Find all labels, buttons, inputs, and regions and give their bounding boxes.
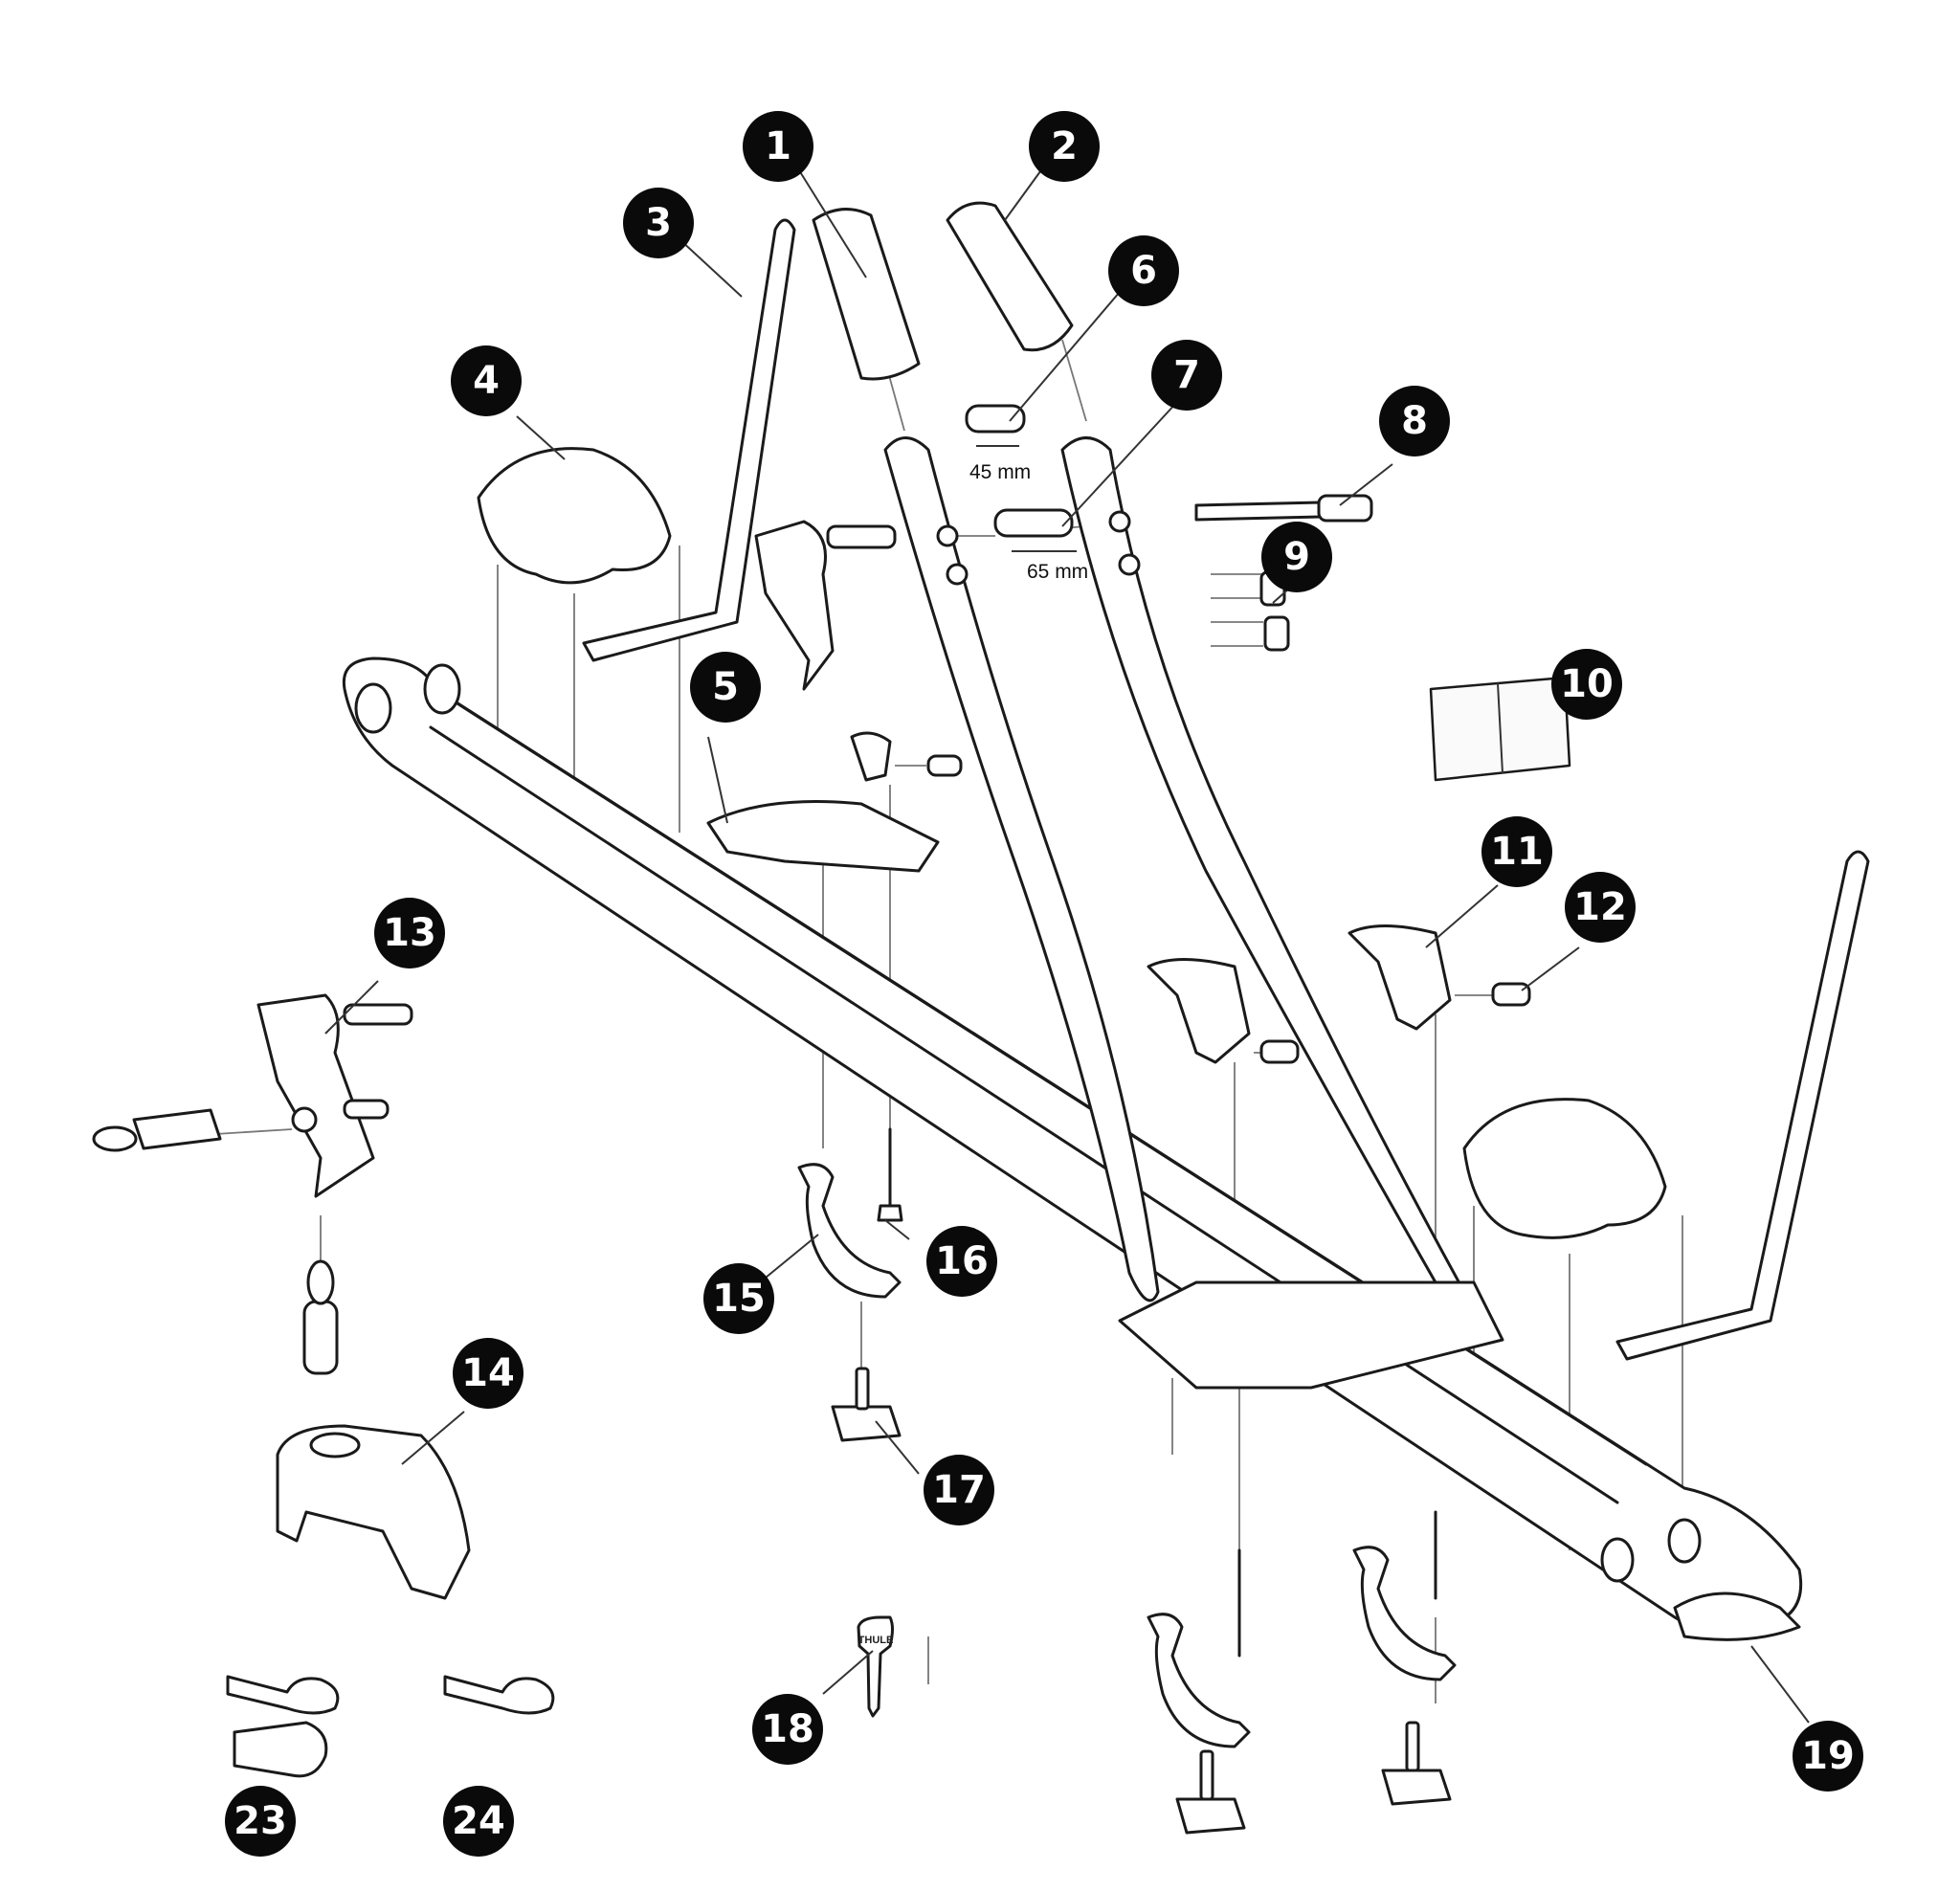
svg-text:11: 11 bbox=[1490, 830, 1544, 874]
callout-16: 16 bbox=[926, 1226, 997, 1297]
part-13-lock-housing bbox=[256, 993, 375, 1198]
frame-hinge-bracket bbox=[754, 520, 835, 691]
part-18-key: THULE bbox=[857, 1615, 894, 1718]
callout-1: 1 bbox=[743, 111, 813, 182]
dim-label-45mm: 45 mm bbox=[969, 461, 1031, 483]
ground-rails bbox=[342, 657, 1803, 1641]
svg-text:13: 13 bbox=[383, 911, 436, 955]
callout-12: 12 bbox=[1565, 872, 1636, 943]
part-3-wheel-strap bbox=[582, 218, 796, 662]
callout-4: 4 bbox=[451, 345, 522, 416]
small-jaw bbox=[850, 731, 892, 782]
svg-text:9: 9 bbox=[1283, 535, 1310, 579]
part-23-lock-cylinder bbox=[233, 1721, 328, 1778]
svg-text:23: 23 bbox=[234, 1799, 287, 1843]
part-14-lock-cylinder bbox=[302, 1300, 339, 1375]
t-nut-3 bbox=[1381, 1769, 1452, 1806]
callout-6: 6 bbox=[1108, 235, 1179, 306]
leader-lines bbox=[324, 162, 1810, 1724]
callout-17: 17 bbox=[924, 1455, 994, 1525]
part-3-wheel-strap-rear bbox=[1615, 850, 1870, 1361]
callout-15: 15 bbox=[703, 1263, 774, 1334]
svg-text:14: 14 bbox=[461, 1351, 515, 1395]
callout-8: 8 bbox=[1379, 386, 1450, 456]
part-5-mount-clamp bbox=[706, 800, 940, 873]
part-12-spacer bbox=[1491, 982, 1531, 1007]
svg-text:18: 18 bbox=[761, 1707, 814, 1751]
callout-9: 9 bbox=[1261, 522, 1332, 592]
svg-text:17: 17 bbox=[932, 1468, 986, 1512]
svg-text:5: 5 bbox=[712, 665, 739, 709]
part-4-wheel-holder bbox=[477, 447, 672, 585]
callout-18: 18 bbox=[752, 1694, 823, 1765]
svg-text:10: 10 bbox=[1560, 662, 1614, 706]
callout-13: 13 bbox=[374, 898, 445, 968]
callout-24: 24 bbox=[443, 1786, 514, 1857]
part-16-bolt bbox=[877, 1204, 903, 1222]
svg-text:19: 19 bbox=[1801, 1734, 1855, 1778]
part-24-key bbox=[443, 1675, 555, 1715]
part-6-spacer bbox=[965, 404, 1026, 434]
part-2-arm-cap bbox=[946, 201, 1074, 352]
lock-key-head bbox=[92, 1125, 138, 1152]
part-4-wheel-holder-rear bbox=[1462, 1098, 1667, 1239]
svg-text:7: 7 bbox=[1173, 353, 1200, 397]
callout-19: 19 bbox=[1793, 1721, 1863, 1792]
callout-23: 23 bbox=[225, 1786, 296, 1857]
part-15-u-bracket bbox=[797, 1163, 902, 1299]
key-brand-text: THULE bbox=[858, 1635, 894, 1646]
svg-text:15: 15 bbox=[712, 1277, 766, 1321]
callout-2: 2 bbox=[1029, 111, 1100, 182]
svg-text:6: 6 bbox=[1130, 249, 1157, 293]
u-bracket-3 bbox=[1352, 1546, 1457, 1681]
svg-text:3: 3 bbox=[645, 201, 672, 245]
callout-3: 3 bbox=[623, 188, 694, 258]
svg-text:2: 2 bbox=[1051, 124, 1078, 168]
callout-10: 10 bbox=[1551, 649, 1622, 720]
svg-text:16: 16 bbox=[935, 1239, 989, 1283]
lock-cylinder bbox=[132, 1108, 222, 1150]
callout-7: 7 bbox=[1151, 340, 1222, 411]
part-1-arm-cap bbox=[812, 208, 921, 381]
svg-text:4: 4 bbox=[473, 359, 500, 403]
t-nut-2 bbox=[1175, 1797, 1246, 1835]
part-8-bolt bbox=[1194, 501, 1323, 522]
part-7-spacer bbox=[993, 508, 1074, 538]
rail-end-cap bbox=[1673, 1592, 1801, 1641]
svg-text:8: 8 bbox=[1401, 399, 1428, 443]
u-bracket-2 bbox=[1147, 1613, 1251, 1748]
part-11-jaw bbox=[1147, 958, 1251, 1064]
callout-5: 5 bbox=[690, 652, 761, 723]
svg-text:24: 24 bbox=[452, 1799, 505, 1843]
callout-14: 14 bbox=[453, 1338, 523, 1409]
part-11-jaw-2 bbox=[1348, 924, 1452, 1031]
svg-text:1: 1 bbox=[765, 124, 791, 168]
part-23-key bbox=[226, 1675, 340, 1715]
part-17-t-nut bbox=[831, 1405, 902, 1442]
dim-label-65mm: 65 mm bbox=[1027, 561, 1088, 583]
part-14-lock-bracket bbox=[276, 1424, 471, 1600]
base-bracket bbox=[1118, 1280, 1504, 1390]
svg-text:12: 12 bbox=[1573, 885, 1627, 929]
callout-11: 11 bbox=[1481, 816, 1552, 887]
